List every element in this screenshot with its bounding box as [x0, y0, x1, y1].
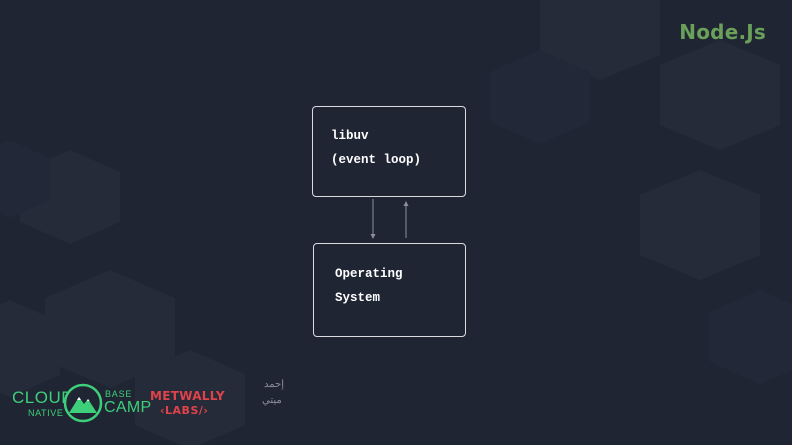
logo-metwally-text: METWALLY	[150, 389, 225, 403]
libuv-box: libuv (event loop)	[312, 106, 466, 197]
signature-line-2: ميتي	[262, 395, 282, 406]
logo-cloud-text: CLOUD	[12, 388, 75, 407]
up-arrow	[403, 201, 409, 238]
connector-arrows	[370, 199, 409, 239]
bg-hexagon	[660, 40, 780, 150]
libuv-label: libuv	[331, 129, 369, 143]
bg-hexagon	[710, 290, 792, 384]
bg-hexagon	[45, 270, 175, 388]
footer-logos: CLOUD NATIVE BASE CAMP METWALLY ‹LABS/› …	[0, 379, 320, 445]
system-label: System	[335, 291, 381, 305]
operating-system-box: Operating System	[313, 243, 466, 337]
bg-hexagon	[490, 50, 590, 144]
page-title: Node.Js	[679, 20, 766, 44]
signature-line-1: إحمد	[264, 379, 284, 390]
bg-hexagon	[135, 350, 245, 445]
bg-hexagon	[640, 170, 760, 280]
down-arrow	[370, 199, 376, 239]
logo-camp-text: CAMP	[104, 399, 152, 416]
logo-native-text: NATIVE	[28, 408, 64, 418]
mountain-icon	[63, 383, 103, 423]
bg-hexagon	[0, 300, 60, 397]
logo-labs-text: ‹LABS/›	[160, 404, 209, 417]
operating-label: Operating	[335, 267, 403, 281]
event-loop-label: (event loop)	[331, 153, 422, 167]
bg-hexagon	[540, 0, 660, 80]
bg-hexagon	[0, 140, 50, 218]
logo-base-text: BASE	[105, 389, 133, 399]
